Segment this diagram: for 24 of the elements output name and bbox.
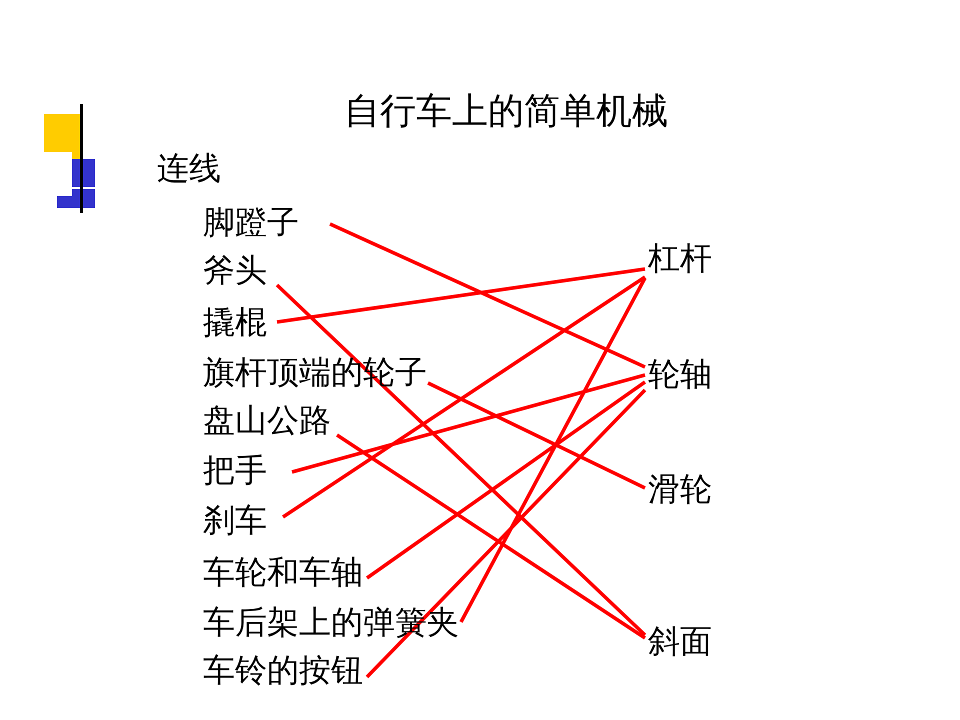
category-text: 杠杆 — [645, 238, 715, 278]
connector-line — [276, 267, 646, 324]
connector-line — [366, 388, 646, 678]
slide-title: 自行车上的简单机械 — [344, 92, 668, 132]
connector-line — [292, 373, 646, 474]
connector-line — [459, 277, 647, 623]
list-item-text: 把手 — [203, 450, 292, 490]
connector-line — [329, 222, 646, 369]
list-item-text: 脚蹬子 — [203, 202, 330, 242]
list-item-text: 撬棍 — [203, 302, 277, 342]
category-text: 滑轮 — [645, 469, 715, 509]
list-item-text: 斧头 — [203, 250, 277, 290]
connector-line — [282, 276, 646, 518]
subheading: 连线 — [157, 148, 221, 188]
list-item-text: 盘山公路 — [203, 400, 337, 440]
list-item-text: 刹车 — [203, 500, 283, 540]
category-text: 轮轴 — [645, 354, 715, 394]
list-item-text: 车轮和车轴 — [203, 552, 367, 592]
category-text: 斜面 — [645, 621, 715, 661]
connector-line — [427, 381, 646, 490]
connector-line — [366, 380, 646, 580]
connector-line — [336, 434, 646, 640]
list-item-text: 车铃的按钮 — [203, 650, 367, 690]
connector-line — [276, 284, 646, 636]
